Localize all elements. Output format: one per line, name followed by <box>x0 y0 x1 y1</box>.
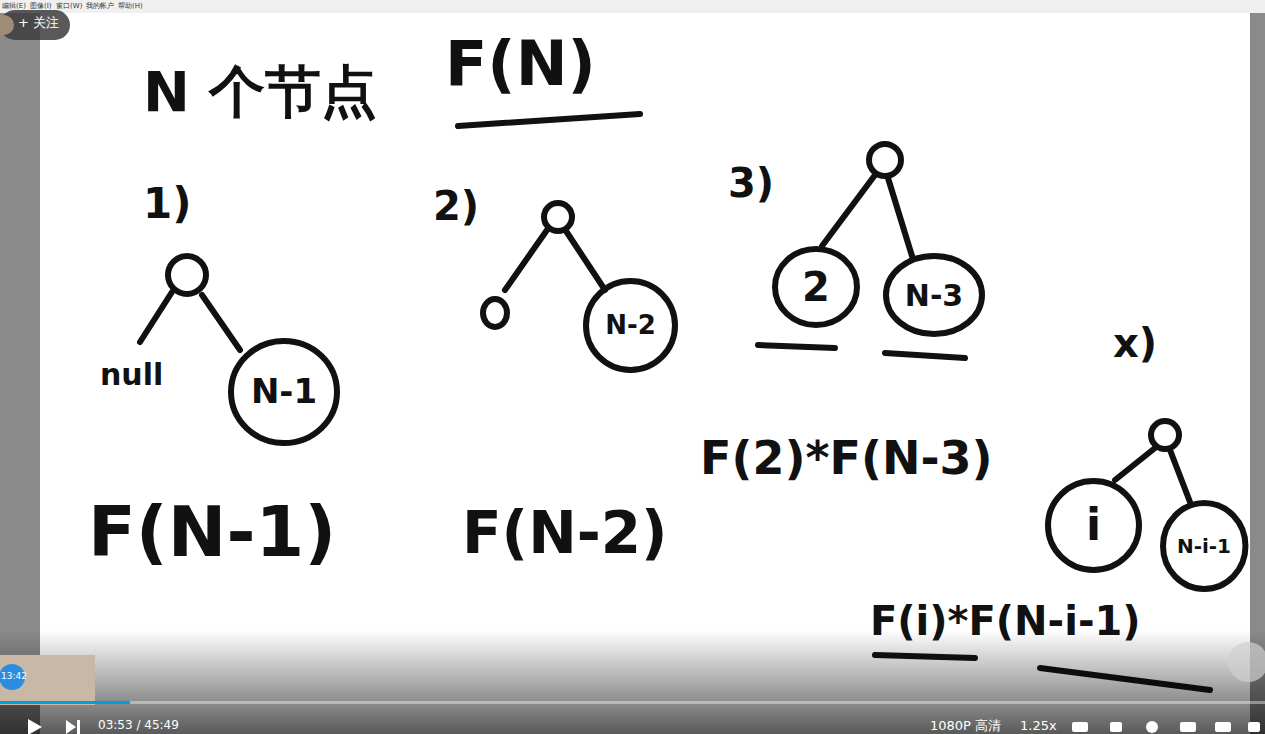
root-circle <box>168 256 206 294</box>
circle-label: 2 <box>802 265 830 309</box>
circle-label: N-2 <box>605 311 656 340</box>
ui-text: + 关注 <box>18 16 59 31</box>
icon <box>1180 722 1196 732</box>
underline <box>458 114 640 126</box>
handwritten-text: F(2)*F(N-3) <box>700 432 993 485</box>
underline <box>758 345 835 348</box>
branch <box>888 178 912 256</box>
icon <box>1146 721 1158 733</box>
icon <box>1248 722 1260 732</box>
root-circle <box>869 144 901 176</box>
circle-label: i <box>1086 501 1101 549</box>
side-button <box>1228 642 1265 682</box>
subtree-circle: N-2 <box>583 278 678 373</box>
handwritten-text: 2) <box>433 183 479 229</box>
circle-stroke <box>586 281 675 370</box>
ui-text: 我的帐户 <box>86 2 114 10</box>
branch <box>1115 448 1155 480</box>
progress-played <box>0 701 130 704</box>
handwritten-text: 1) <box>143 180 191 228</box>
menu-bar <box>0 0 1265 13</box>
circle-stroke <box>1163 503 1245 589</box>
handwritten-text: F(N-2) <box>462 500 668 567</box>
webcam-thumbnail <box>0 655 95 705</box>
right-margin <box>1250 0 1265 734</box>
circle-label: N-3 <box>905 279 963 312</box>
ui-text: 1080P 高清 <box>930 719 1001 734</box>
handwritten-text: F(N) <box>445 28 596 99</box>
leaf-circle <box>483 299 507 327</box>
circle-stroke <box>886 256 982 334</box>
handwritten-text: null <box>100 358 163 393</box>
next-icon <box>66 720 80 734</box>
handwritten-text: x) <box>1113 320 1157 366</box>
handwritten-text: F(i)*F(N-i-1) <box>870 598 1141 644</box>
circle-stroke <box>1048 481 1139 570</box>
icon <box>1110 722 1122 732</box>
subtree-circle: i <box>1045 478 1142 573</box>
subtree-circle: 2 <box>772 246 860 328</box>
branch <box>566 231 605 290</box>
player-icons <box>1072 721 1260 733</box>
icon <box>1072 722 1088 732</box>
player-shade <box>0 630 1265 734</box>
handwritten-text: F(N-1) <box>88 492 336 573</box>
ui-text: 03:53 / 45:49 <box>98 719 179 733</box>
branch <box>1170 450 1190 502</box>
branch <box>140 292 172 342</box>
branch <box>202 295 240 350</box>
progress-track <box>0 701 1265 704</box>
ui-text: 13:42 <box>1 671 27 681</box>
tree-strokes <box>140 114 1210 690</box>
circle-stroke <box>231 341 337 443</box>
subtree-circle: N-3 <box>883 253 985 337</box>
subtree-circle: N-1 <box>228 338 340 446</box>
avatar <box>0 15 14 35</box>
handwritten-text: N 个节点 <box>143 60 377 124</box>
ui-text: 帮助(H) <box>118 2 143 10</box>
root-circle <box>1151 421 1179 449</box>
circle-stroke <box>775 249 857 325</box>
icon <box>1215 722 1231 732</box>
ui-text: 图像(I) <box>30 2 52 10</box>
circle-label: N-i-1 <box>1177 535 1231 557</box>
subtree-circle: N-i-1 <box>1160 500 1248 592</box>
ui-text: 编辑(E) <box>2 2 26 10</box>
left-margin <box>0 0 40 734</box>
branch <box>822 175 875 246</box>
circle-label: N-1 <box>251 373 317 410</box>
underline <box>885 353 965 358</box>
ui-text: 1.25x <box>1020 719 1057 734</box>
ui-text: 窗口(W) <box>56 2 82 10</box>
handwritten-text: 3) <box>728 160 774 206</box>
branch <box>505 230 547 290</box>
play-icon <box>28 719 42 734</box>
root-circle <box>544 203 572 231</box>
